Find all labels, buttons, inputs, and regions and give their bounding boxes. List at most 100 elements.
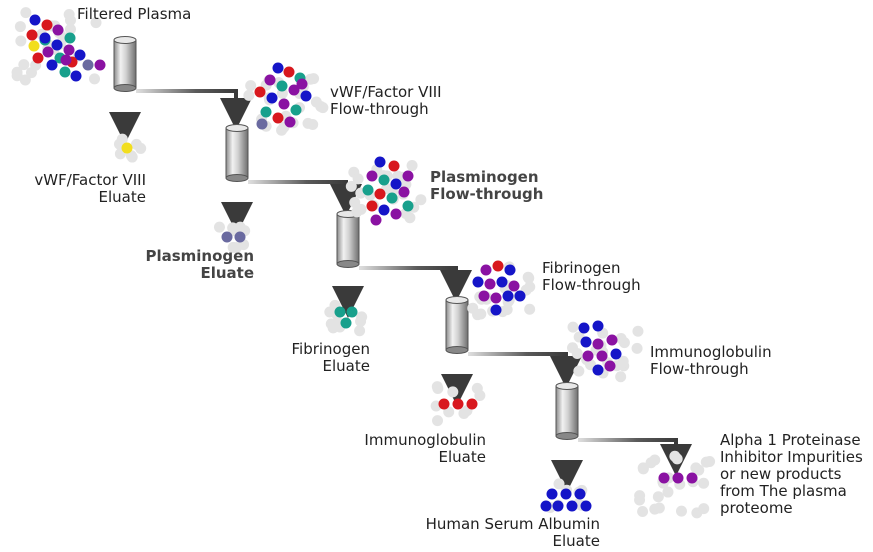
blue-dot bbox=[266, 92, 278, 104]
teal-dot bbox=[59, 66, 71, 78]
teal-dot bbox=[340, 317, 352, 329]
chromatography-columns bbox=[113, 36, 579, 440]
purple-dot bbox=[402, 170, 414, 182]
purple-dot bbox=[42, 46, 54, 58]
ghost-dot bbox=[634, 490, 646, 502]
ghost-dot bbox=[637, 506, 649, 518]
column-body bbox=[113, 39, 137, 89]
red-dot bbox=[254, 86, 266, 98]
arrow-to-column-5 bbox=[468, 352, 582, 388]
arrow-to-column-4 bbox=[359, 266, 472, 302]
ghost-dot bbox=[693, 464, 705, 476]
ghost-dot bbox=[567, 321, 579, 333]
label-filtered-plasma: Filtered Plasma bbox=[77, 5, 192, 23]
ghost-dot bbox=[64, 14, 76, 26]
arrow-to-alpha1 bbox=[578, 438, 692, 476]
ghost-dot bbox=[474, 390, 486, 402]
arrow-path bbox=[136, 89, 252, 130]
teal-dot bbox=[334, 306, 346, 318]
ghost-dot bbox=[567, 342, 579, 354]
purple-dot bbox=[390, 208, 402, 220]
purple-dot bbox=[398, 186, 410, 198]
ghost-dot bbox=[617, 355, 629, 367]
column-bottom bbox=[445, 346, 469, 354]
ghost-dot bbox=[615, 333, 627, 345]
dots-plasminogen-flow bbox=[362, 156, 414, 226]
arrow-path bbox=[578, 438, 692, 476]
red-dot bbox=[41, 19, 53, 31]
ghost-dot bbox=[354, 325, 366, 337]
gray_purple-dot bbox=[221, 231, 233, 243]
purple-dot bbox=[672, 472, 684, 484]
purple-dot bbox=[296, 78, 308, 90]
column-body bbox=[555, 385, 579, 437]
column-bottom bbox=[336, 260, 360, 268]
red-dot bbox=[32, 52, 44, 64]
column-body bbox=[225, 127, 249, 179]
purple-dot bbox=[63, 44, 75, 56]
blue-dot bbox=[74, 49, 86, 61]
ghost-dot bbox=[662, 486, 674, 498]
blue-dot bbox=[514, 290, 526, 302]
ghost-dot bbox=[135, 142, 147, 154]
ghost-dot bbox=[653, 502, 665, 514]
ghost-dot bbox=[553, 478, 565, 490]
red-dot bbox=[452, 398, 464, 410]
blue-dot bbox=[472, 276, 484, 288]
ghost-dot bbox=[25, 67, 37, 79]
column-top bbox=[445, 296, 469, 304]
ghost-dot bbox=[327, 322, 339, 334]
teal-dot bbox=[64, 32, 76, 44]
ghost-dot bbox=[406, 160, 418, 172]
teal-dot bbox=[402, 200, 414, 212]
column-1 bbox=[113, 36, 137, 92]
teal-dot bbox=[386, 192, 398, 204]
ghost-dot bbox=[698, 503, 710, 515]
dots-fibrinogen-flow bbox=[472, 260, 526, 316]
blue-dot bbox=[560, 488, 572, 500]
gray_purple-dot bbox=[82, 59, 94, 71]
red-dot bbox=[26, 29, 38, 41]
ghost-dot bbox=[14, 21, 26, 33]
blue-dot bbox=[378, 204, 390, 216]
purple-dot bbox=[370, 214, 382, 226]
blue-dot bbox=[578, 322, 590, 334]
gray_purple-dot bbox=[256, 118, 268, 130]
blue-dot bbox=[502, 290, 514, 302]
purple-dot bbox=[596, 350, 608, 362]
arrow-path bbox=[248, 180, 362, 216]
teal-dot bbox=[362, 184, 374, 196]
ghost-dot bbox=[698, 477, 710, 489]
dots-alpha1-flow bbox=[658, 472, 698, 484]
ghost-dot bbox=[631, 342, 643, 354]
column-3 bbox=[336, 210, 360, 268]
gray_purple-dot bbox=[234, 231, 246, 243]
ghost-plasminogen-eluate bbox=[213, 221, 251, 254]
connector-arrows bbox=[109, 89, 692, 492]
purple-dot bbox=[264, 74, 276, 86]
ghost-dot bbox=[19, 74, 31, 86]
red-dot bbox=[492, 260, 504, 272]
column-top bbox=[225, 124, 249, 132]
column-5 bbox=[555, 382, 579, 440]
blue-dot bbox=[272, 62, 284, 74]
purple-dot bbox=[484, 278, 496, 290]
blue-dot bbox=[51, 39, 63, 51]
ghost-dot bbox=[230, 242, 242, 254]
blue-dot bbox=[574, 488, 586, 500]
red-dot bbox=[272, 112, 284, 124]
dots-immunoglobulin-eluate bbox=[438, 398, 478, 410]
ghost-alpha1-flow bbox=[634, 450, 716, 519]
red-dot bbox=[374, 188, 386, 200]
ghost-dot bbox=[310, 96, 322, 108]
ghost-dot bbox=[276, 124, 288, 136]
ghost-dot bbox=[15, 35, 27, 47]
red-dot bbox=[466, 398, 478, 410]
